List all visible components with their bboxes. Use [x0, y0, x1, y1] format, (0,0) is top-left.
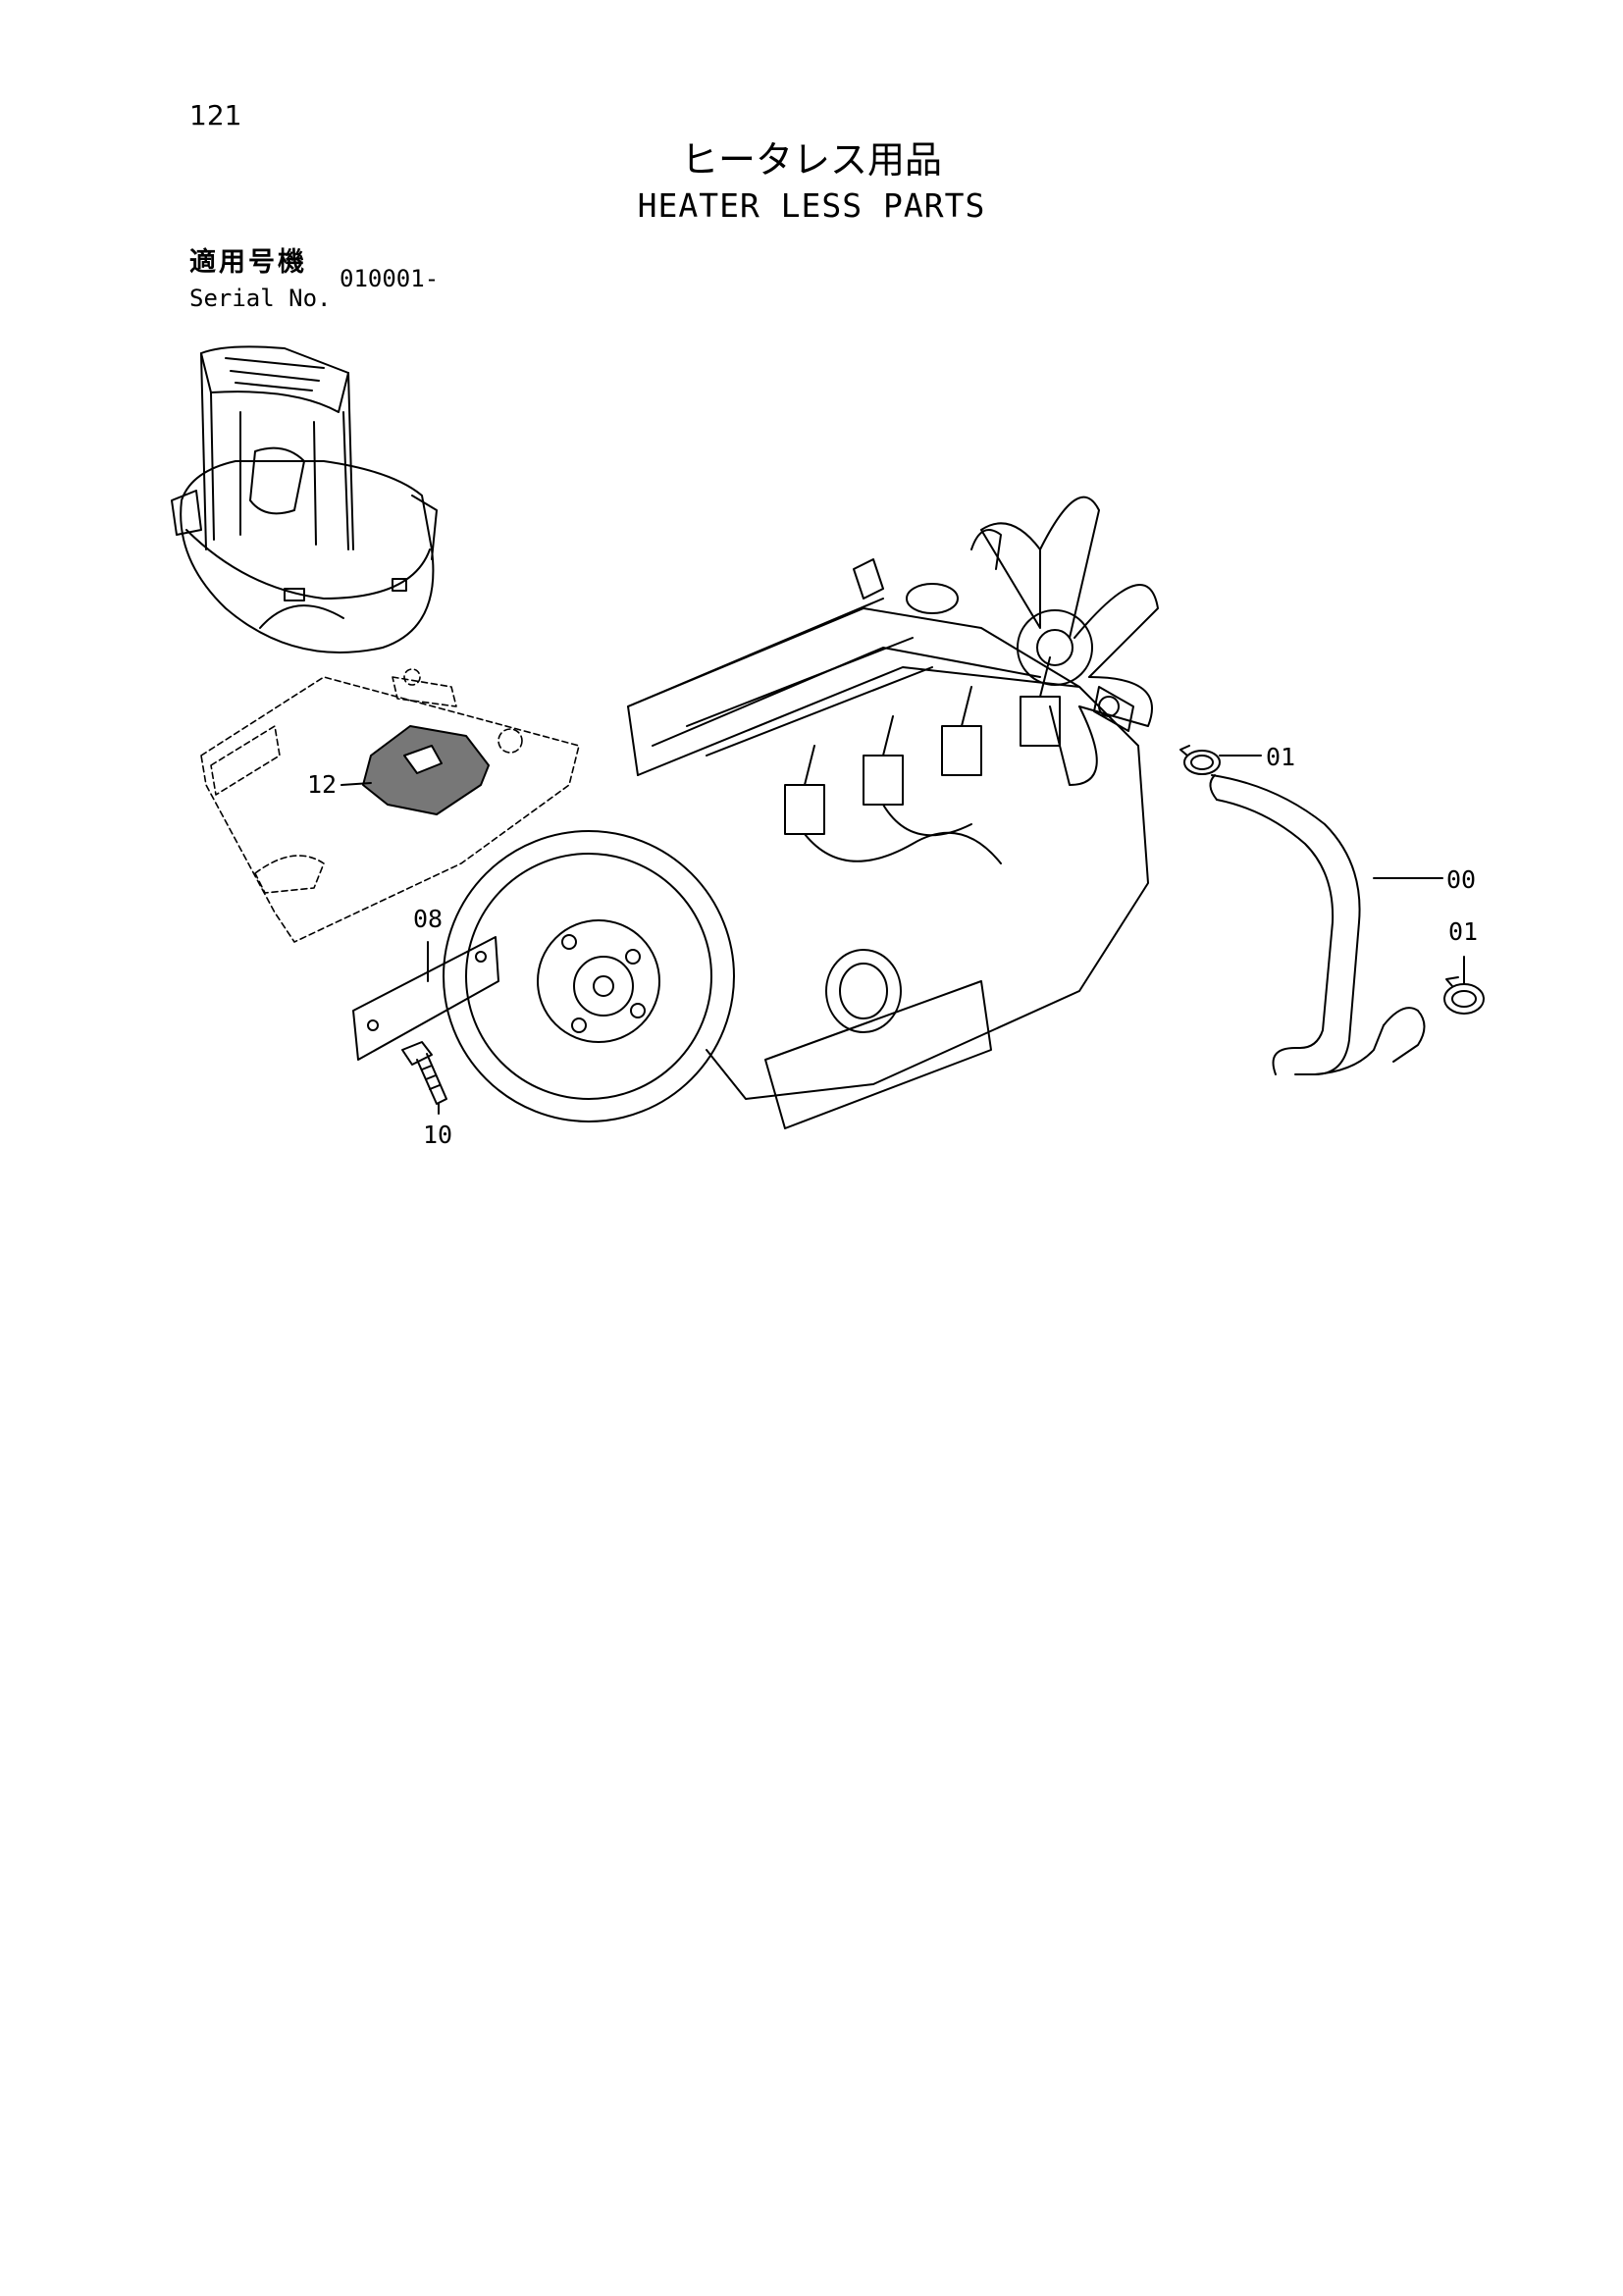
floor-plate — [200, 668, 580, 943]
engine-assembly — [443, 496, 1159, 1129]
serial-value: 010001- — [340, 265, 440, 292]
hose-clamp-01-upper — [1179, 745, 1221, 775]
plate-08 — [352, 936, 499, 1061]
insulator-pad-12 — [362, 725, 490, 815]
callout-00: 00 — [1446, 865, 1476, 894]
callout-08: 08 — [413, 905, 443, 933]
callout-01-upper: 01 — [1266, 743, 1295, 771]
callout-12: 12 — [307, 770, 337, 799]
page-title-en: HEATER LESS PARTS — [637, 186, 986, 225]
serial-label-jp: 適用号機 — [189, 247, 307, 278]
water-hose-00 — [1209, 774, 1426, 1075]
page-title-jp: ヒータレス用品 — [680, 138, 942, 182]
page-number: 121 — [189, 99, 242, 131]
serial-label-en: Serial No. — [189, 285, 332, 312]
machine-overview — [171, 345, 438, 653]
bolt-10 — [401, 1041, 447, 1105]
leader-12 — [340, 782, 372, 786]
callout-01-lower: 01 — [1448, 917, 1478, 946]
callout-10: 10 — [423, 1121, 452, 1149]
